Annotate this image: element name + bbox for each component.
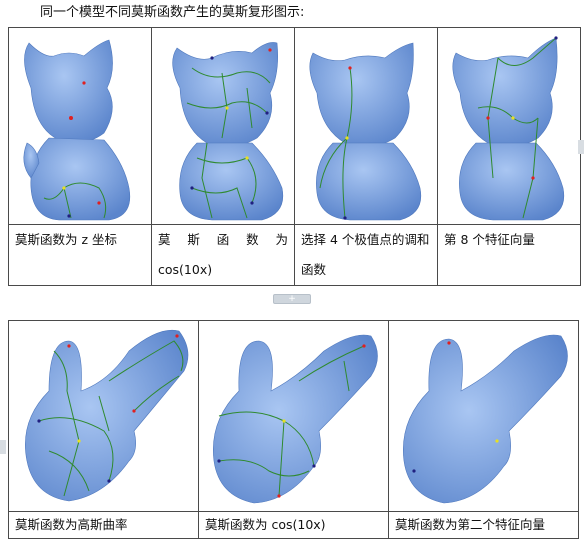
page-edge-marker [578,140,584,154]
caption-cos10x: 莫 斯 函 数 为 cos(10x) [151,224,295,286]
caption-eigenvector-2: 莫斯函数为第二个特征向量 [388,511,579,539]
bunny-model-illustration [213,334,378,504]
bunny-model-illustration [403,334,568,504]
caption-gauss-curvature: 莫斯函数为高斯曲率 [8,511,199,539]
cat-model-image-z [8,27,152,225]
figure-heading: 同一个模型不同莫斯函数产生的莫斯复形图示: [40,5,305,20]
caption-eigenvector-8: 第 8 个特征向量 [437,224,581,286]
bunny-model-illustration [25,329,189,502]
caption-char: 莫 [158,232,171,247]
caption-char: 函 [216,232,230,247]
caption-cos10x-line2: cos(10x) [158,262,213,277]
caption-char: 斯 [187,232,200,247]
caption-row: 莫斯函数为高斯曲率 莫斯函数为 cos(10x) 莫斯函数为第二个特征向量 [8,511,579,539]
caption-harmonic: 选择 4 个极值点的调和函数 [294,224,438,286]
caption-cos10x-line1: 莫 斯 函 数 为 [158,225,288,255]
cat-model-image-harmonic [294,27,438,225]
cat-model-illustration [309,42,422,221]
bunny-model-image-cos [198,320,389,512]
table-divider-handle[interactable]: + [273,294,311,304]
cat-model-image-eigen8 [437,27,581,225]
cat-model-illustration [172,42,284,221]
caption-cos10x: 莫斯函数为 cos(10x) [198,511,389,539]
caption-z-coordinate: 莫斯函数为 z 坐标 [8,224,152,286]
image-row [8,320,579,512]
caption-row: 莫斯函数为 z 坐标 莫 斯 函 数 为 cos(10x) 选择 4 个极值点的… [8,224,581,286]
cat-model-image-cos [151,27,295,225]
cat-model-illustration [23,39,131,221]
bunny-model-image-gauss [8,320,199,512]
image-row [8,27,581,225]
plus-icon: + [288,294,296,304]
caption-char: 数 [246,232,259,247]
morse-table-bunny: 莫斯函数为高斯曲率 莫斯函数为 cos(10x) 莫斯函数为第二个特征向量 [8,320,579,539]
page-edge-marker [0,440,6,454]
caption-char: 为 [275,232,288,247]
cat-model-illustration [452,36,565,221]
morse-table-cat: 莫斯函数为 z 坐标 莫 斯 函 数 为 cos(10x) 选择 4 个极值点的… [8,27,581,286]
bunny-model-image-eigen2 [388,320,579,512]
